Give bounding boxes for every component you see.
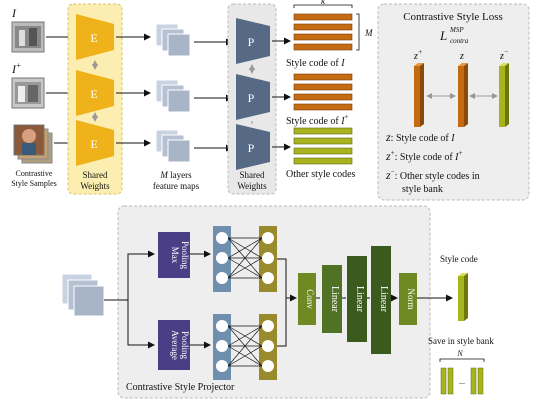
contrastive-samples-label-2: Style Samples: [11, 179, 57, 188]
encoder-block-1: [76, 14, 114, 60]
encoder-label-2: E: [90, 87, 97, 101]
k-label: k: [321, 0, 326, 6]
feature-maps-label-1: M layers: [159, 170, 192, 180]
other-style-codes-label: Other style codes: [286, 169, 356, 180]
bar-label-z: z: [459, 51, 464, 62]
linear1-block: [322, 265, 342, 333]
style-code-Iplus-bars: [293, 73, 353, 111]
linear2-label: Linear: [354, 286, 365, 313]
loss-sub: contra: [450, 37, 469, 45]
encoder-block-3: [76, 120, 114, 166]
m-label: M: [364, 28, 373, 38]
legend-z: z: Style code of I: [385, 130, 455, 144]
projector-label-1: P: [248, 35, 255, 49]
loss-sup: MSP: [449, 26, 464, 34]
avg-pooling-label-2: Pooling: [180, 331, 190, 360]
legend-zminus-cont: style bank: [402, 184, 443, 195]
projector-block-3: [236, 124, 270, 170]
other-style-codes-bars: [293, 127, 353, 165]
arrow-mlp-lower-conv: [277, 298, 287, 347]
projector-shared-label-1: Shared: [240, 170, 265, 180]
input-I-image: [11, 21, 45, 53]
style-code-I-label: Style code of I: [286, 58, 345, 69]
contrastive-loss-panel: [377, 3, 530, 201]
style-code-Iplus-label: Style code of I+: [286, 113, 349, 127]
contrastive-samples-label-1: Contrastive: [16, 169, 53, 178]
max-pooling-label-2: Pooling: [180, 241, 190, 270]
save-in-style-bank-label: Save in style bank: [428, 336, 494, 346]
conv-label: Conv: [305, 289, 315, 309]
projector-block-1: [236, 18, 270, 64]
feature-maps-1: [155, 23, 191, 57]
bar-label-zplus: z+: [413, 48, 423, 62]
encoder-shared-label-1: Shared: [83, 170, 108, 180]
max-pooling-label-1: Max: [170, 247, 180, 264]
bar-zplus: [414, 63, 424, 127]
projector-block-2: [236, 74, 270, 120]
norm-block: [399, 273, 417, 325]
encoder-shared-label-2: Weights: [80, 181, 110, 191]
style-bank-bars: [440, 367, 484, 395]
mlp-lower: [213, 314, 277, 380]
arrow-mlp-upper-conv: [277, 258, 297, 302]
k-brace: [293, 4, 353, 8]
norm-label: Norm: [406, 289, 416, 310]
contrastive-samples-image: [13, 124, 53, 164]
avg-pooling-block: [158, 320, 190, 370]
linear3-block: [371, 246, 391, 354]
conv-block: [298, 273, 316, 325]
projector-shared-label-2: Weights: [237, 181, 267, 191]
input-I-label: I: [11, 6, 17, 20]
style-code-output-bar: [458, 273, 468, 321]
projector-label-3: P: [248, 141, 255, 155]
arrow-to-avgpool: [127, 300, 155, 349]
bar-z: [458, 63, 468, 127]
input-Iplus-image: [11, 77, 45, 109]
legend-zplus: z+: Style code of I+: [385, 149, 463, 163]
projector-label-2: P: [248, 91, 255, 105]
m-brace: [356, 13, 360, 51]
linear3-label: Linear: [378, 286, 389, 313]
n-brace: [439, 358, 485, 362]
style-code-output-label: Style code: [440, 254, 478, 264]
projector-input-fmap: [61, 273, 105, 317]
input-Iplus-label: I+: [11, 61, 21, 76]
feature-maps-3: [155, 129, 191, 163]
encoder-block-2: [76, 70, 114, 116]
projector-detail-title: Contrastive Style Projector: [126, 382, 235, 393]
legend-zminus: z−: Other style codes in: [385, 168, 480, 182]
bar-label-zminus: z−: [499, 48, 509, 62]
style-code-I-bars: [293, 13, 353, 51]
bar-zminus: [499, 63, 509, 127]
mlp-upper: [213, 226, 277, 292]
style-bank-dots: ...: [459, 377, 465, 386]
linear1-label: Linear: [329, 286, 340, 313]
feature-maps-label-2: feature maps: [153, 181, 200, 191]
encoder-label-1: E: [90, 31, 97, 45]
loss-symbol: L: [439, 28, 447, 43]
avg-pooling-label-1: Average: [170, 330, 180, 360]
arrow-to-maxpool: [104, 250, 155, 301]
n-label: N: [456, 349, 463, 358]
feature-maps-2: [155, 79, 191, 113]
contrastive-loss-title: Contrastive Style Loss: [403, 11, 503, 23]
max-pooling-block: [158, 232, 190, 278]
linear2-block: [347, 256, 367, 342]
encoder-label-3: E: [90, 137, 97, 151]
